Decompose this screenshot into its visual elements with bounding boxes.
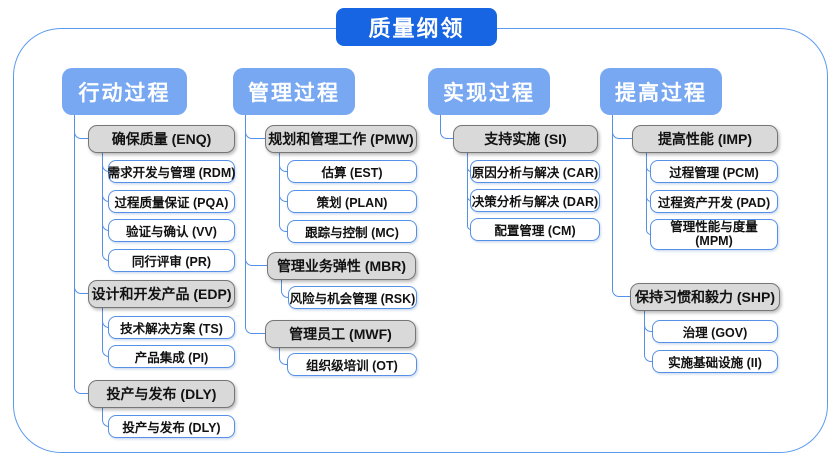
header-implementation-process: 实现过程 [428, 68, 550, 115]
node-edp: 设计和开发产品 (EDP) [88, 280, 235, 308]
connector-elbow [245, 115, 266, 334]
node-gov: 治理 (GOV) [652, 320, 778, 343]
node-pi: 产品集成 (PI) [108, 345, 235, 368]
node-mpm: 管理性能与度量 (MPM) [650, 219, 778, 250]
node-car: 原因分析与解决 (CAR) [470, 160, 600, 183]
node-mbr: 管理业务弹性 (MBR) [267, 252, 416, 280]
node-ii: 实施基础设施 (II) [652, 350, 778, 373]
connector-elbow [102, 408, 109, 427]
connector-elbow [279, 153, 288, 232]
node-dly-group: 投产与发布 (DLY) [88, 380, 235, 408]
node-pmw: 规划和管理工作 (PMW) [265, 125, 417, 153]
node-shp: 保持习惯和毅力 (SHP) [630, 283, 780, 311]
connector-elbow [281, 280, 289, 298]
connector-elbow [279, 348, 288, 365]
node-imp: 提高性能 (IMP) [632, 125, 778, 153]
header-action-process: 行动过程 [62, 68, 187, 115]
node-si: 支持实施 (SI) [453, 125, 598, 153]
connector-elbow [612, 115, 631, 297]
node-mc: 跟踪与控制 (MC) [287, 220, 417, 243]
node-dar: 决策分析与解决 (DAR) [470, 189, 600, 212]
node-pcm: 过程管理 (PCM) [650, 160, 778, 183]
connector-elbow [74, 115, 89, 394]
connector-elbow [644, 311, 653, 362]
connector-elbow [646, 153, 651, 235]
diagram-title: 质量纲领 [336, 8, 497, 46]
node-rsk: 风险与机会管理 (RSK) [288, 286, 417, 309]
node-pr: 同行评审 (PR) [108, 249, 235, 272]
node-ot: 组织级培训 (OT) [287, 353, 417, 376]
node-pqa: 过程质量保证 (PQA) [108, 190, 235, 213]
node-vv: 验证与确认 (VV) [108, 219, 235, 242]
connector-elbow [467, 153, 471, 230]
connector-elbow [102, 153, 109, 261]
connector-elbow [102, 308, 109, 357]
node-rdm: 需求开发与管理 (RDM) [108, 160, 235, 183]
node-ts: 技术解决方案 (TS) [108, 316, 235, 339]
node-plan: 策划 (PLAN) [287, 190, 417, 213]
connector-elbow [440, 115, 454, 139]
node-pad: 过程资产开发 (PAD) [650, 190, 778, 213]
header-improvement-process: 提高过程 [600, 68, 722, 115]
node-enq: 确保质量 (ENQ) [88, 125, 235, 153]
node-est: 估算 (EST) [287, 160, 417, 183]
node-mwf: 管理员工 (MWF) [265, 320, 416, 348]
node-cm: 配置管理 (CM) [470, 218, 600, 241]
header-management-process: 管理过程 [233, 68, 355, 115]
node-dly: 投产与发布 (DLY) [108, 415, 235, 438]
